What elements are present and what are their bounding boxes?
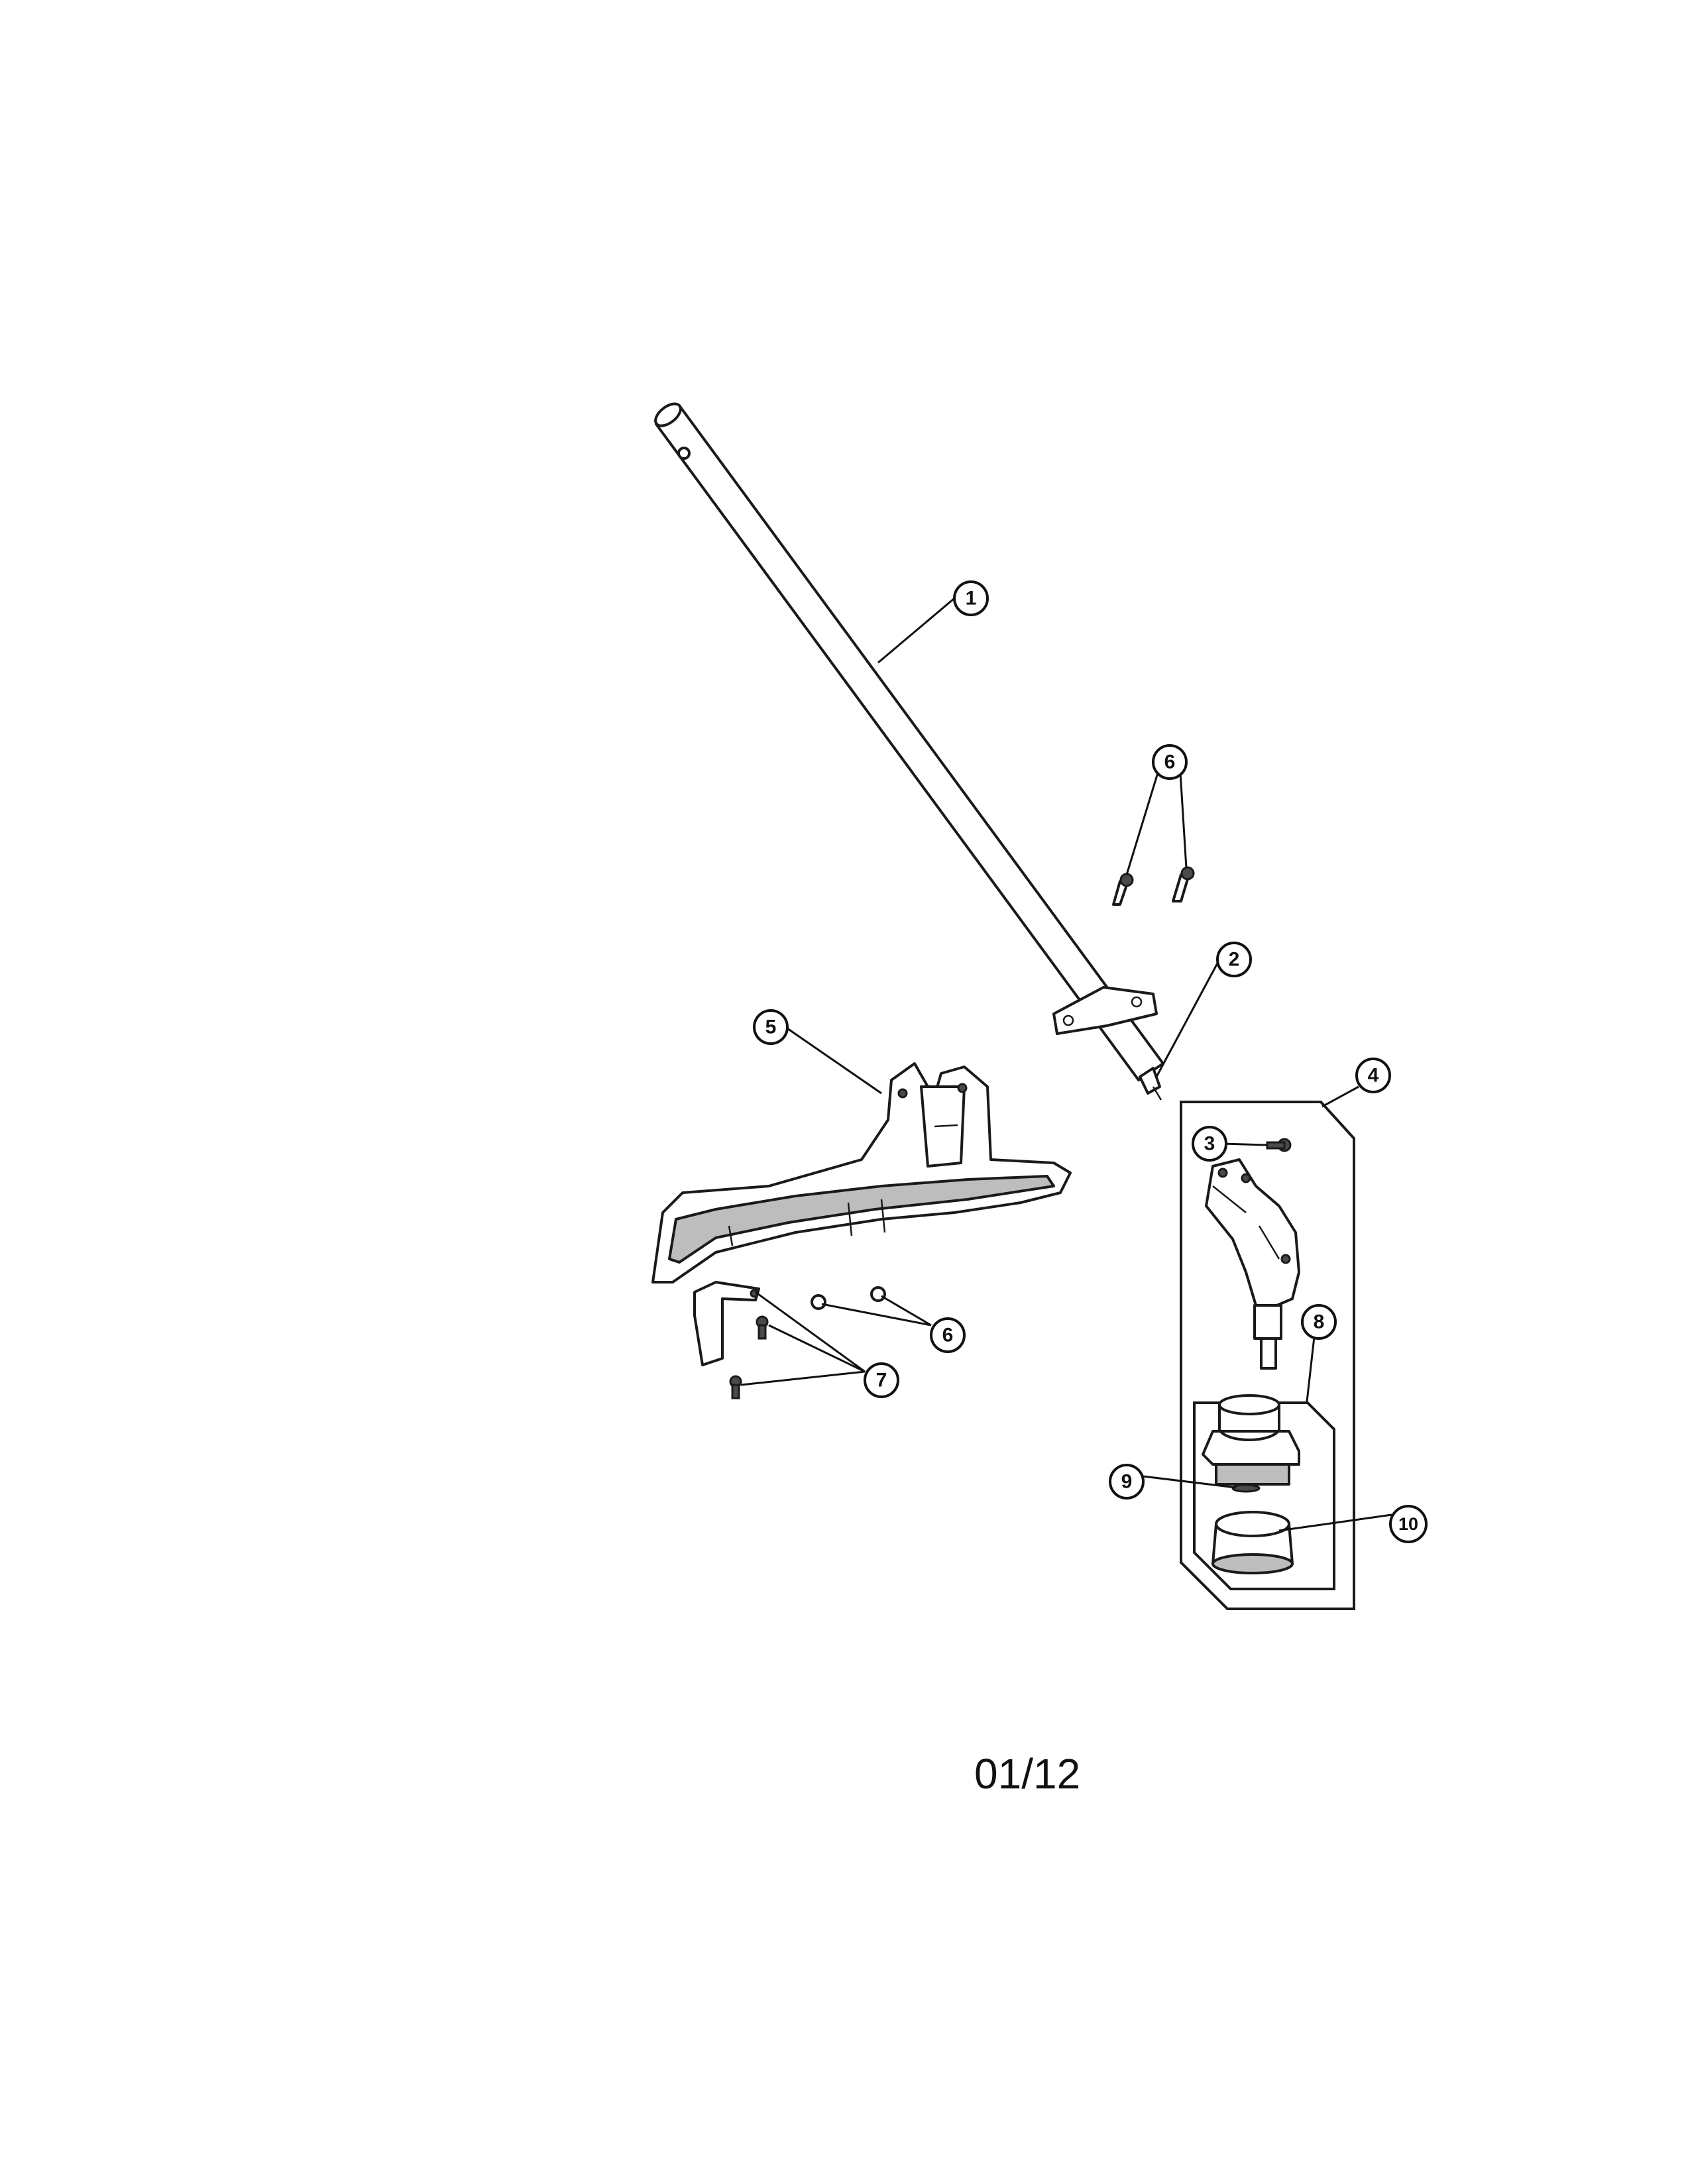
- callout-8: 8: [1301, 1304, 1337, 1340]
- callout-4: 4: [1355, 1058, 1391, 1093]
- callout-6-upper-label: 6: [1164, 751, 1176, 773]
- callout-6-lower: 6: [930, 1317, 966, 1353]
- callout-3-label: 3: [1204, 1133, 1215, 1155]
- callout-5-label: 5: [765, 1016, 777, 1038]
- callout-10-label: 10: [1398, 1514, 1418, 1534]
- bracket-screws-part: [693, 1281, 769, 1399]
- callout-2-label: 2: [1229, 949, 1240, 971]
- shaft-tube-part: [654, 402, 1164, 1101]
- callout-8-label: 8: [1314, 1311, 1325, 1333]
- gearhead-kit-box: [1180, 1101, 1355, 1610]
- callout-1-label: 1: [966, 588, 977, 610]
- page-number: 01/12: [974, 1750, 1081, 1798]
- callout-2: 2: [1216, 942, 1252, 977]
- nuts-lower-part: [811, 1286, 886, 1310]
- callout-7-label: 7: [876, 1370, 887, 1392]
- callout-1: 1: [953, 580, 989, 616]
- callout-6-lower-label: 6: [942, 1325, 954, 1346]
- bolts-upper-part: [1112, 866, 1195, 906]
- callout-10: 10: [1389, 1505, 1428, 1543]
- leader-lines: [740, 597, 1392, 1532]
- callout-9: 9: [1109, 1464, 1145, 1500]
- spool-kit-box: [1193, 1394, 1335, 1590]
- callout-4-label: 4: [1368, 1065, 1379, 1087]
- callout-7: 7: [864, 1362, 899, 1398]
- callout-5: 5: [753, 1009, 789, 1045]
- guard-part: [651, 1062, 1072, 1283]
- callout-9-label: 9: [1121, 1471, 1133, 1493]
- callout-6-upper: 6: [1152, 744, 1188, 780]
- callout-3: 3: [1192, 1126, 1227, 1162]
